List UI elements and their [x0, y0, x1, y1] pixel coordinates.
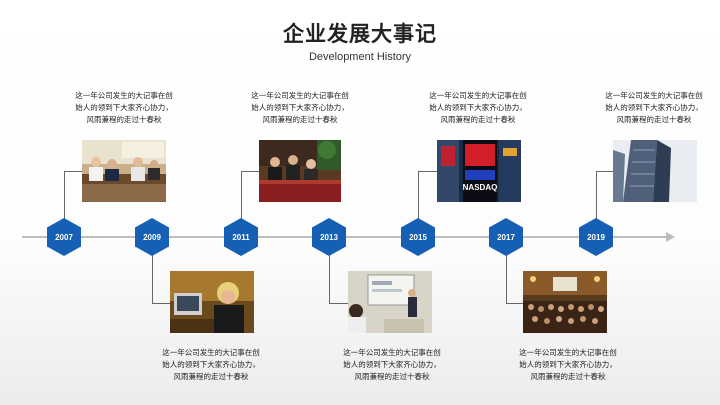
connector-2015 — [418, 171, 419, 219]
connector-2017-h — [506, 303, 523, 304]
conference-hall-photo — [523, 271, 607, 333]
connector-2011 — [241, 171, 242, 219]
nasdaq-sign: NASDAQ — [463, 183, 498, 192]
connector-2017 — [506, 255, 507, 303]
connector-2015-h — [418, 171, 437, 172]
timeline-arrow-icon — [666, 232, 675, 242]
connector-2019 — [596, 171, 597, 219]
year-marker-2015[interactable]: 2015 — [401, 218, 435, 256]
page-subtitle: Development History — [308, 51, 412, 63]
connector-2011-h — [241, 171, 259, 172]
event-description-2017: 这一年公司发生的大记事在创始人的领到下大家齐心协力，风雨兼程的走过十春秋 — [519, 348, 617, 381]
connector-2009 — [152, 255, 153, 303]
woman-at-computer-photo — [170, 271, 254, 333]
business-meeting-photo — [82, 140, 166, 202]
event-description-2009: 这一年公司发生的大记事在创始人的领到下大家齐心协力，风雨兼程的走过十春秋 — [162, 348, 260, 381]
year-marker-2011[interactable]: 2011 — [224, 218, 258, 256]
boardroom-photo — [259, 140, 341, 202]
connector-2009-h — [152, 303, 170, 304]
event-description-2007: 这一年公司发生的大记事在创始人的领到下大家齐心协力，风雨兼程的走过十春秋 — [75, 91, 173, 124]
page-title: 企业发展大事记 — [283, 22, 437, 46]
presentation-photo — [348, 271, 432, 333]
event-description-2013: 这一年公司发生的大记事在创始人的领到下大家齐心协力，风雨兼程的走过十春秋 — [343, 348, 441, 381]
year-marker-2017[interactable]: 2017 — [489, 218, 523, 256]
connector-2013-h — [329, 303, 348, 304]
event-description-2011: 这一年公司发生的大记事在创始人的领到下大家齐心协力，风雨兼程的走过十春秋 — [251, 91, 349, 124]
skyscraper-photo — [613, 140, 697, 202]
year-marker-2009[interactable]: 2009 — [135, 218, 169, 256]
event-description-2015: 这一年公司发生的大记事在创始人的领到下大家齐心协力，风雨兼程的走过十春秋 — [429, 91, 527, 124]
connector-2007-h — [64, 171, 82, 172]
connector-2019-h — [596, 171, 613, 172]
year-marker-2007[interactable]: 2007 — [47, 218, 81, 256]
nasdaq-tower-photo: NASDAQ — [437, 140, 521, 202]
event-description-2019: 这一年公司发生的大记事在创始人的领到下大家齐心协力，风雨兼程的走过十春秋 — [605, 91, 703, 124]
timeline-axis — [22, 236, 670, 238]
connector-2013 — [329, 255, 330, 303]
year-marker-2013[interactable]: 2013 — [312, 218, 346, 256]
connector-2007 — [64, 171, 65, 219]
year-marker-2019[interactable]: 2019 — [579, 218, 613, 256]
